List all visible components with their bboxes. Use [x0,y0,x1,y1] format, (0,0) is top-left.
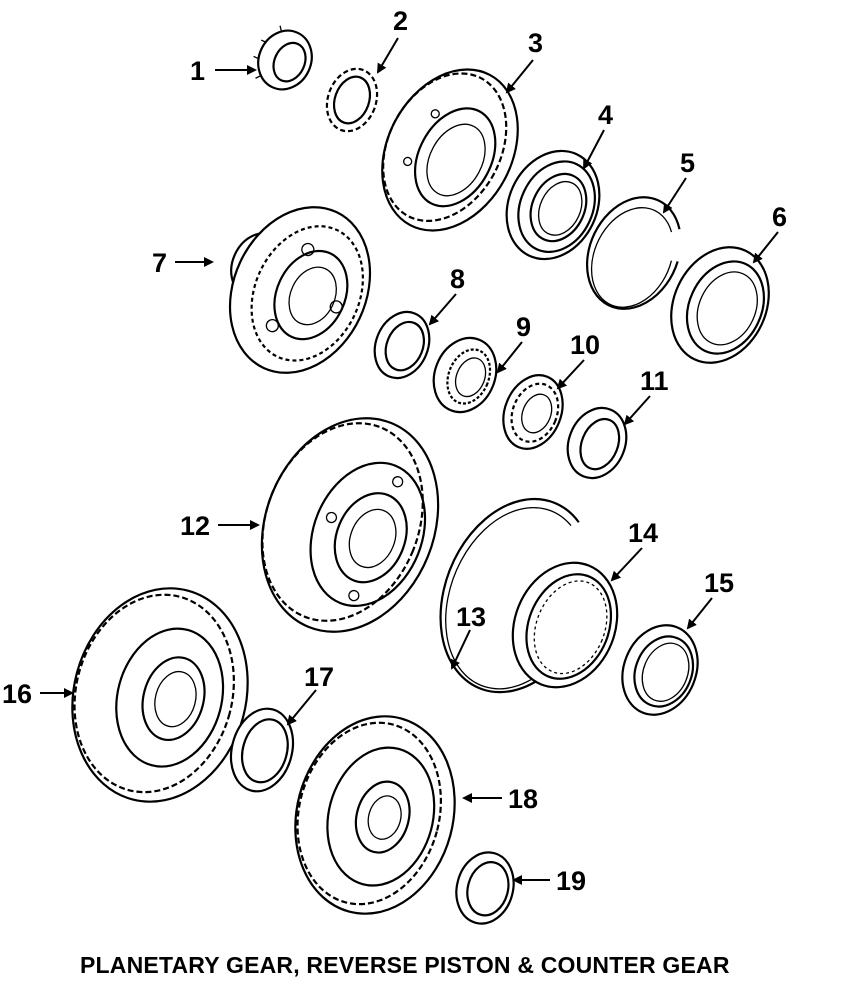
arrow-8 [428,293,457,326]
callout-numbers: 1 2 3 4 5 6 7 8 9 10 11 12 13 14 15 16 1… [2,6,787,896]
part-7-planetary-carrier [228,206,372,374]
callout-9: 9 [516,312,531,342]
callout-5: 5 [680,148,695,178]
callout-1: 1 [190,56,205,86]
callout-2: 2 [393,6,408,36]
arrow-17 [286,689,317,726]
callout-17: 17 [304,662,334,692]
part-1-nut [253,25,313,91]
callout-13: 13 [456,602,486,632]
callout-arrows [40,37,779,885]
part-8-thrust-washer [373,310,431,380]
part-14-seal-ring [511,561,619,689]
callout-12: 12 [180,511,210,541]
callout-6: 6 [772,202,787,232]
callout-7: 7 [152,248,167,278]
callout-15: 15 [704,568,734,598]
part-11-thrust-washer [566,406,628,480]
part-5-snap-ring [586,196,681,310]
part-17-bearing [229,707,295,793]
callout-18: 18 [508,784,538,814]
diagram-title: PLANETARY GEAR, REVERSE PISTON & COUNTER… [80,952,730,978]
part-18-gear [294,715,456,915]
callout-4: 4 [598,100,613,130]
part-3-ring-gear [381,68,519,232]
arrow-14 [610,547,643,582]
arrow-6 [752,231,779,264]
callout-10: 10 [570,330,600,360]
part-9-needle-bearing [432,336,498,414]
part-12-reverse-piston [260,417,440,633]
arrow-15 [686,597,713,630]
arrow-4 [583,129,605,170]
arrow-10 [556,359,585,390]
arrow-5 [662,177,687,214]
part-10-thrust-bearing [502,374,564,450]
callout-19: 19 [556,866,586,896]
arrow-3 [505,59,534,94]
arrow-13 [450,629,471,670]
part-16-counter-gear [71,587,249,803]
callout-14: 14 [628,518,658,548]
callout-11: 11 [640,366,669,396]
arrow-2 [376,37,399,74]
callout-8: 8 [450,264,465,294]
part-6-bearing [670,246,770,364]
part-19-bearing [455,851,515,925]
callout-16: 16 [2,679,32,709]
callout-3: 3 [528,28,543,58]
part-15-bearing [621,624,699,716]
part-4-bearing [505,149,601,261]
arrow-11 [623,395,651,426]
part-2-lock-washer [325,67,379,133]
arrow-9 [496,341,523,374]
